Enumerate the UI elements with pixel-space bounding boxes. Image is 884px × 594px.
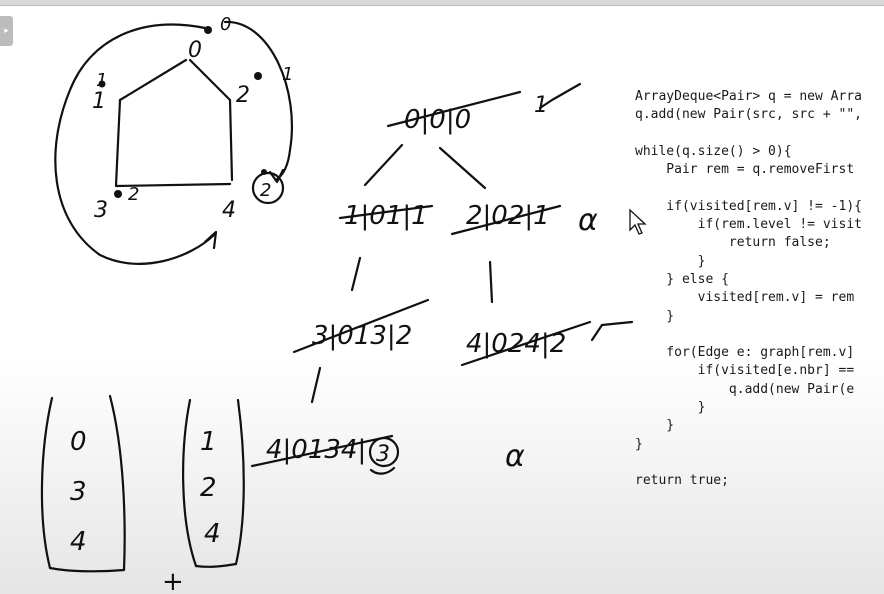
node-4-mark: 2 [260,180,271,201]
edge-0-1 [118,58,188,102]
node-2-mark: 1 [282,64,293,85]
code-line: } else { [635,271,729,287]
right-stack-item-2: 4 [204,519,221,549]
loop-arrow [203,230,218,250]
tree-left1: 1|01|1 [344,201,428,231]
code-line [635,179,884,197]
tree-root-note: 1 [534,93,548,118]
code-line: Pair rem = q.removeFirst [635,162,855,178]
node-4-label: 4 [222,198,236,223]
code-line: if(visited[e.nbr] == [635,363,855,379]
tree-edge-left-left2 [350,256,362,292]
edge-3-4 [114,182,232,188]
tree-left3-circled: 3 [376,442,390,467]
node-1-label: 1 [92,89,106,114]
code-line: q.add(new Pair(src, src + "", [635,107,862,123]
node-3-mark: 2 [128,184,139,205]
code-line: for(Edge e: graph[rem.v] [635,345,855,361]
tree-right1: 2|02|1 [466,201,550,231]
left-stack-bracket-r [108,394,126,572]
plus-sign: + [162,567,184,594]
code-line: } [635,253,706,269]
code-line: return false; [635,235,831,251]
code-line: } [635,418,675,434]
node-1-mark: 1 [96,70,107,91]
node-0-mark: 0 [220,14,231,35]
node-0-label: 0 [188,38,202,63]
edge-2-4 [228,98,234,182]
right-stack-item-0: 1 [200,427,217,457]
node-2-label: 2 [236,83,250,108]
code-line: while(q.size() > 0){ [635,143,792,159]
tree-left2: 3|013|2 [312,321,412,351]
code-line: visited[rem.v] = rem [635,290,855,306]
left-stack-item-0: 0 [70,427,87,457]
right-stack-bracket-r [234,398,245,566]
tree-edge-root-right [438,146,487,190]
tree-edge-right-right2 [488,260,494,304]
edge-1-3 [114,98,122,187]
loop-curve [54,23,216,265]
circled-3 [368,436,400,468]
left-stack-item-2: 4 [70,527,87,557]
code-line: } [635,436,643,452]
left-stack-item-1: 3 [70,477,87,507]
code-line [635,125,884,143]
right-arc [223,20,294,182]
right-stack-item-1: 2 [200,473,217,503]
code-line: ArrayDeque<Pair> q = new Arra [635,89,862,104]
code-line: if(rem.level != visit [635,217,862,233]
code-line: q.add(new Pair(e [635,381,855,397]
edge-0-2 [188,58,232,102]
right-stack-bracket-l [182,398,198,568]
check-root [538,82,582,110]
code-line: return true; [635,473,729,489]
node-4-circle [251,171,285,205]
check-right2 [590,320,634,342]
code-line [635,326,884,344]
tree-left3: 4|0134| [266,435,366,465]
code-line: } [635,308,675,324]
expand-handle-icon[interactable]: ▸ [0,16,13,46]
tree-edge-left2-left3 [310,366,322,404]
mouse-pointer-icon [629,208,647,235]
tree-right3-note: α [505,439,525,474]
tree-right2: 4|024|2 [466,329,566,359]
code-line: if(visited[rem.v] != -1){ [635,198,862,214]
window-top-border [0,0,884,6]
node-3-label: 3 [94,198,108,223]
code-editor[interactable]: ArrayDeque<Pair> q = new Arra q.add(new P… [635,88,884,508]
tree-root: 0|0|0 [404,105,471,135]
code-line: } [635,400,706,416]
tree-edge-root-left [363,143,404,187]
code-line [635,454,884,472]
tree-right1-note: α [578,203,598,238]
left-stack-bracket-l [40,396,54,570]
